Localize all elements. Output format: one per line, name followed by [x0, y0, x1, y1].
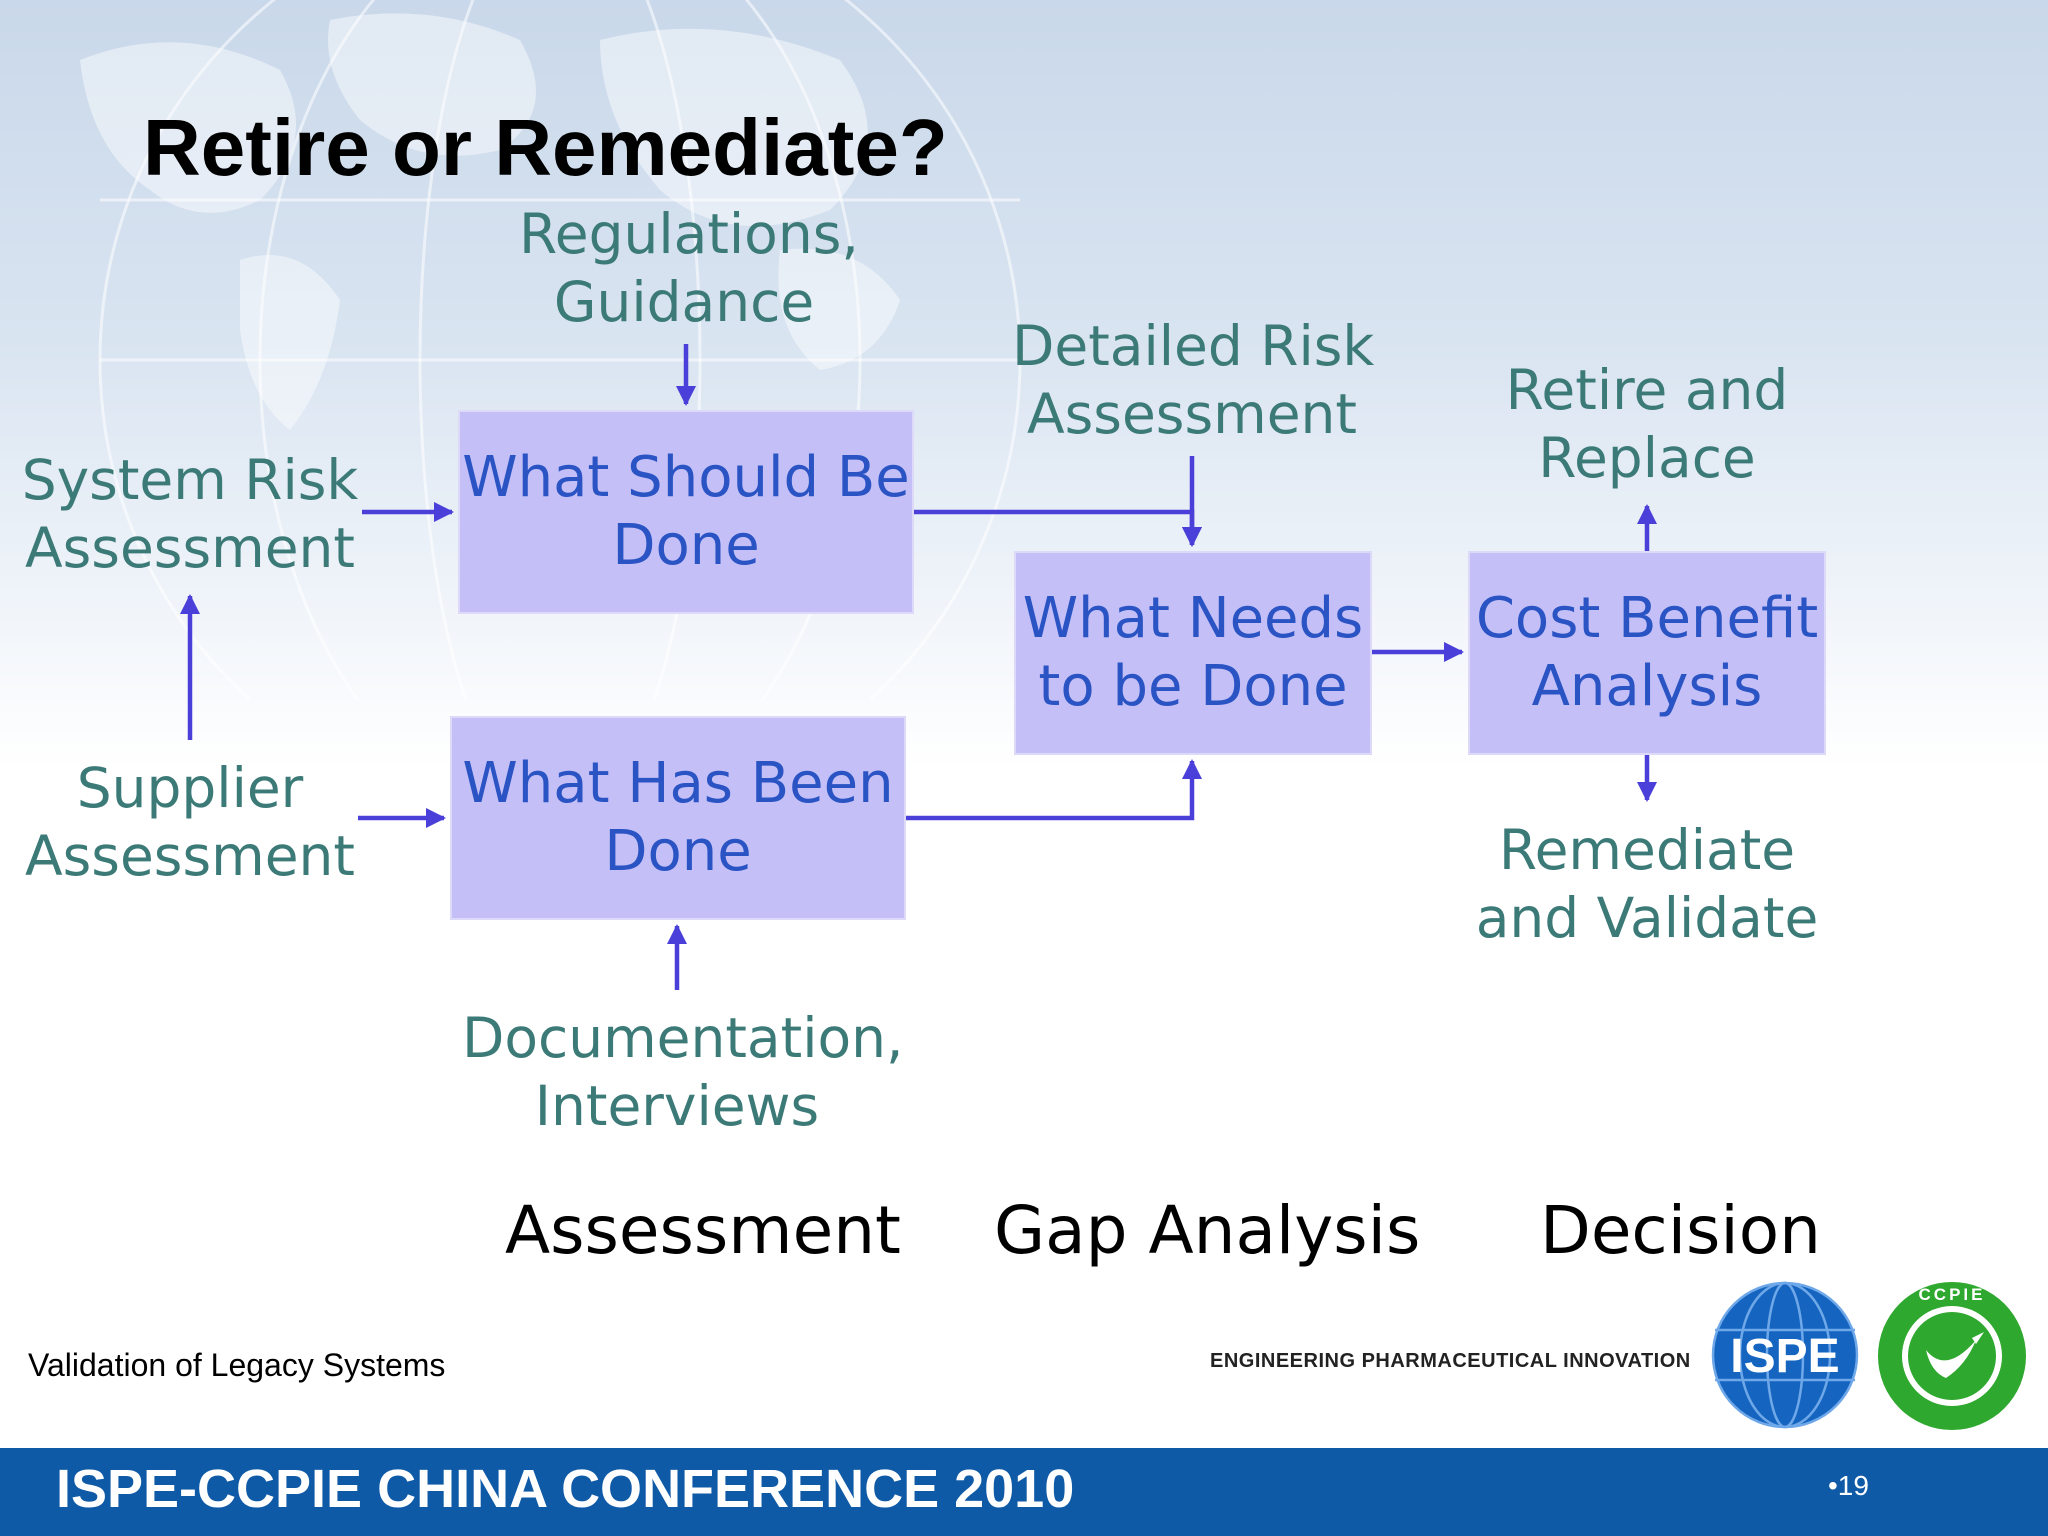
ispe-tagline: ENGINEERING PHARMACEUTICAL INNOVATION [1210, 1350, 1691, 1372]
label-line: Remediate [1498, 818, 1796, 882]
label-regulations-guidance: Regulations, Guidance [519, 200, 859, 336]
phase-gap-analysis: Gap Analysis [994, 1192, 1421, 1269]
arrow-has-been-to-needs [906, 758, 1203, 821]
label-line: and Validate [1475, 886, 1819, 950]
box-cost-benefit-analysis: Cost Benefit Analysis [1468, 551, 1826, 755]
label-line: Replace [1538, 426, 1756, 490]
box-line: Done [604, 819, 752, 884]
label-line: Regulations, [519, 202, 859, 266]
label-line: Detailed Risk [1012, 314, 1375, 378]
box-line: What Should Be [462, 445, 910, 510]
slide-title: Retire or Remediate? [143, 103, 948, 192]
label-line: Supplier [76, 756, 304, 820]
label-supplier-assessment: Supplier Assessment [20, 754, 360, 890]
label-line: Retire and [1505, 358, 1789, 422]
box-line: Analysis [1531, 654, 1763, 719]
conference-title: ISPE-CCPIE CHINA CONFERENCE 2010 [56, 1459, 1075, 1519]
box-line: What Needs [1022, 586, 1364, 651]
world-map-background [80, 0, 1022, 700]
phase-decision: Decision [1540, 1192, 1821, 1269]
ccpie-logo: CCPIE [1878, 1282, 2026, 1430]
box-what-needs-to-be-done: What Needs to be Done [1014, 551, 1372, 755]
label-line: Assessment [1027, 382, 1357, 446]
label-line: Assessment [25, 824, 355, 888]
label-documentation-interviews: Documentation, Interviews [462, 1004, 904, 1140]
label-line: Assessment [25, 516, 355, 580]
label-system-risk-assessment: System Risk Assessment [20, 446, 360, 582]
footer-presentation-title: Validation of Legacy Systems [28, 1347, 446, 1383]
box-line: Cost Benefit [1475, 586, 1819, 651]
page-number: •19 [1828, 1470, 1869, 1501]
box-line: Done [612, 513, 760, 578]
label-retire-and-replace: Retire and Replace [1477, 356, 1817, 492]
conference-band [0, 1448, 2048, 1536]
box-what-should-be-done: What Should Be Done [458, 410, 914, 614]
label-line: Interviews [534, 1074, 820, 1138]
box-line: to be Done [1038, 654, 1348, 719]
label-line: System Risk [21, 448, 359, 512]
box-line: What Has Been [462, 751, 894, 816]
ispe-logo-text: ISPE [1730, 1330, 1839, 1383]
ispe-logo: ISPE [1711, 1281, 1859, 1429]
label-line: Documentation, [462, 1006, 904, 1070]
ccpie-logo-text: CCPIE [1919, 1285, 1986, 1304]
box-what-has-been-done: What Has Been Done [450, 716, 906, 920]
label-remediate-and-validate: Remediate and Validate [1467, 816, 1827, 952]
label-detailed-risk-assessment: Detailed Risk Assessment [1012, 312, 1375, 448]
phase-assessment: Assessment [505, 1192, 901, 1269]
label-line: Guidance [553, 270, 815, 334]
